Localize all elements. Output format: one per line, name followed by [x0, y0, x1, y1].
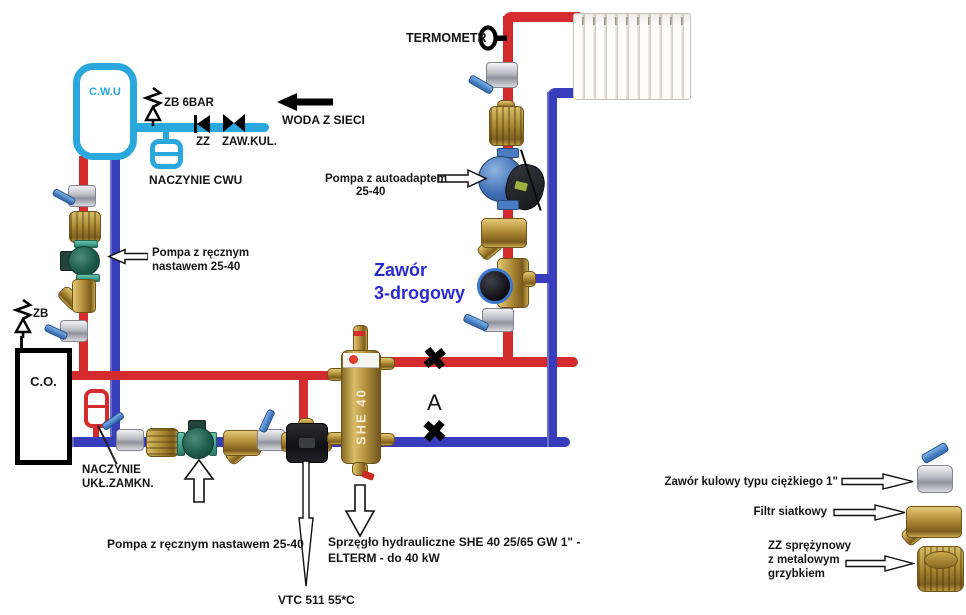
- pipe-cwu-vessel-stub: [163, 131, 169, 141]
- she-drain-handle: [361, 470, 375, 481]
- boiler-co: C.O.: [15, 348, 72, 465]
- legend-arrow: [841, 473, 914, 490]
- pipe-cwu-return-riser: [110, 156, 120, 444]
- label-zawkul: ZAW.KUL.: [222, 136, 277, 148]
- legend-arrow: [845, 555, 915, 572]
- label-woda-z-sieci: WODA Z SIECI: [282, 113, 365, 127]
- cwu-vessel-divider: [155, 152, 178, 156]
- safety-valve-icon: [142, 86, 164, 126]
- label-zawor-3drogowy-1: Zawór: [374, 260, 428, 280]
- closed-valve-x-icon: ✖: [420, 415, 449, 450]
- she-top-stem: [353, 325, 368, 354]
- water-direction-arrow: [277, 93, 333, 111]
- pipe-radiator-return-elbow: [547, 88, 577, 98]
- strainer-y-filter: [72, 279, 96, 313]
- circulation-pump: [182, 427, 214, 459]
- three-way-valve-right-port: [522, 271, 536, 287]
- label-cwu-pump-1: Pompa z ręcznym: [152, 247, 250, 259]
- closed-vessel-stub: [93, 424, 99, 437]
- check-valve-brass: [489, 106, 524, 146]
- she-label-band: [343, 353, 379, 368]
- cwu-tank: C.W.U: [73, 63, 137, 160]
- legend-check-face: [924, 551, 958, 569]
- she-body-label: SHE 40: [353, 388, 369, 446]
- strainer-y-filter: [223, 430, 261, 456]
- label-zb: ZB: [33, 308, 49, 320]
- callout-arrow-right: [437, 168, 488, 189]
- legend-label-check-3: grzybkiem: [768, 568, 825, 580]
- label-zb6bar: ZB 6BAR: [164, 97, 214, 109]
- ball-valve: [116, 429, 144, 451]
- pipe-supply-left: [72, 371, 332, 380]
- marker-a: A: [427, 390, 442, 415]
- legend-arrow: [833, 504, 906, 521]
- vtc-badge: [299, 438, 315, 448]
- check-valve-brass: [146, 428, 179, 457]
- pipe-radiator-supply-top: [503, 12, 580, 22]
- check-valve-icon: [194, 115, 210, 133]
- legend-label-strainer: Filtr siatkowy: [753, 506, 828, 518]
- radiator: [573, 13, 691, 100]
- legend-ball-valve: [917, 465, 953, 493]
- safety-valve-icon: [12, 298, 34, 338]
- closed-valve-x-icon: ✖: [420, 341, 449, 378]
- hydraulic-separator-she40: SHE 40: [341, 350, 381, 464]
- label-vtc: VTC 511 55*C: [278, 593, 355, 607]
- label-auto-pump-2: 25-40: [356, 186, 386, 198]
- label-zawor-3drogowy-2: 3-drogowy: [374, 283, 466, 303]
- label-sprzeglo-1: Sprzęgło hydrauliczne SHE 40 25/65 GW 1"…: [328, 535, 581, 549]
- boiler-label: C.O.: [30, 374, 57, 389]
- three-way-valve-knob: [477, 268, 513, 304]
- callout-arrow-thin-down: [298, 460, 314, 587]
- closed-vessel-divider: [88, 405, 105, 408]
- label-termometr: TERMOMETR: [406, 31, 487, 45]
- callout-arrow-down: [344, 484, 376, 538]
- legend-check-valve: [917, 546, 964, 592]
- label-naczynie-ukl-1: NACZYNIE: [82, 464, 141, 476]
- label-cwu-pump-2: nastawem 25-40: [152, 261, 241, 273]
- label-sprzeglo-2: ELTERM - do 40 kW: [328, 551, 440, 565]
- label-zz: ZZ: [196, 136, 211, 148]
- pipe-supply-right: [390, 357, 578, 367]
- legend-ball-valve-handle: [920, 441, 950, 465]
- pipe-mixer-stub: [529, 274, 549, 283]
- label-naczynie-ukl-2: UKŁ.ZAMKN.: [82, 478, 154, 490]
- cwu-expansion-vessel: [150, 139, 183, 169]
- ball-valve: [486, 62, 518, 88]
- legend-label-check-2: z metalowym: [768, 554, 840, 566]
- she-stem-red-band: [354, 331, 365, 336]
- pipe-return-riser: [547, 92, 557, 447]
- label-auto-pump-1: Pompa z autoadaptem: [325, 173, 448, 185]
- label-naczynie-cwu: NACZYNIE CWU: [149, 173, 243, 187]
- pump-flange-bottom: [497, 200, 519, 210]
- cwu-tank-label: C.W.U: [89, 86, 121, 98]
- callout-arrow-up: [183, 458, 215, 503]
- pump-display-lcd: [514, 180, 528, 192]
- legend-label-ball-valve: Zawór kulowy typu ciężkiego 1": [664, 476, 838, 488]
- circulation-pump: [68, 246, 100, 276]
- thermometer-icon: [478, 25, 507, 51]
- mixing-valve-vtc: [286, 423, 328, 463]
- ball-valve-icon: [223, 114, 245, 132]
- callout-arrow-left: [107, 248, 148, 265]
- pipe-boiler-safety-stem: [20, 336, 23, 349]
- check-valve-brass: [69, 211, 101, 243]
- legend-strainer: [906, 506, 962, 538]
- pipe-vtc-drop: [299, 377, 308, 427]
- strainer-y-filter: [481, 218, 527, 248]
- label-floor-pump: Pompa z ręcznym nastawem 25-40: [107, 537, 304, 551]
- legend-label-check-1: ZZ sprężynowy: [768, 540, 852, 552]
